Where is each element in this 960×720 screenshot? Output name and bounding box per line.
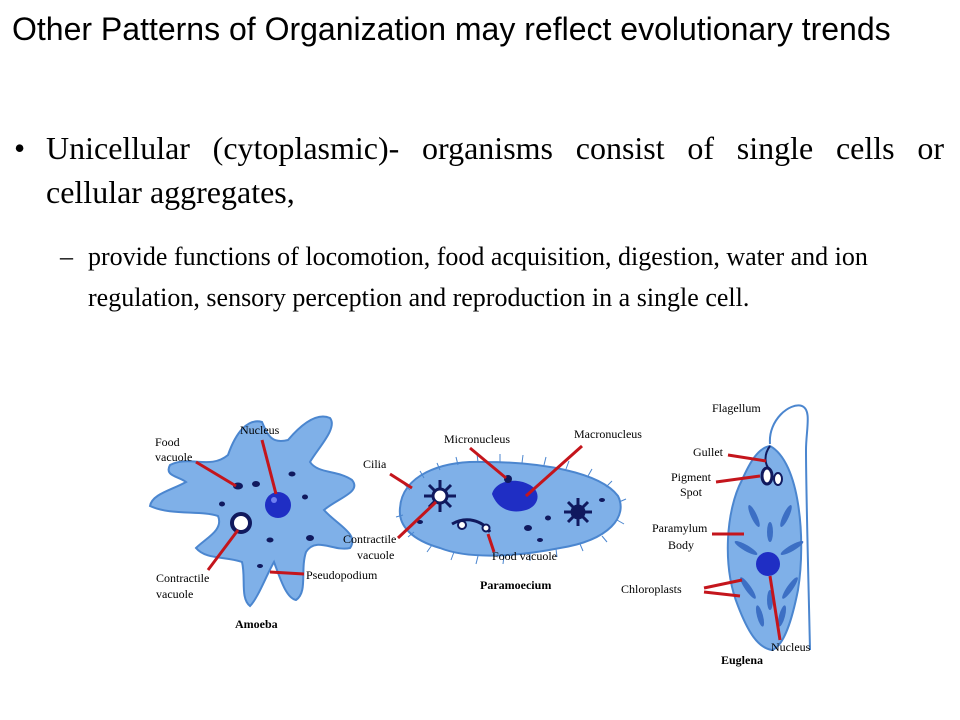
amoeba-food-vacuole-label-line1: Food [155, 435, 180, 449]
amoeba-contractile-label-line1: Contractile [156, 571, 209, 585]
euglena-nucleus [756, 552, 780, 576]
euglena-paramylum-label-line1: Paramylum [652, 521, 708, 535]
paramecium-food-vacuole-label: Food vacuole [492, 549, 557, 563]
amoeba-food-vacuole-pointer [195, 460, 237, 488]
euglena-pigment-label-line2: Spot [680, 485, 703, 499]
amoeba-pseudopodium-label: Pseudopodium [306, 568, 378, 582]
sub-bullet-text: provide functions of locomotion, food ac… [88, 242, 868, 312]
euglena-chloroplasts-label: Chloroplasts [621, 582, 682, 596]
slide-title: Other Patterns of Organization may refle… [12, 11, 891, 47]
amoeba-nucleus [265, 492, 291, 518]
amoeba-name-label: Amoeba [235, 617, 278, 631]
paramecium-micronucleus-label: Micronucleus [444, 432, 510, 446]
sub-bullet-marker: – [60, 242, 73, 271]
paramecium-macronucleus-label: Macronucleus [574, 427, 642, 441]
sub-bullet-point: – provide functions of locomotion, food … [60, 236, 910, 318]
paramecium-food-vacuole-pointer [486, 533, 496, 553]
euglena-body [726, 444, 803, 652]
amoeba-food-vacuole-label-line2: vacuole [155, 450, 192, 464]
paramecium-name-label: Paramoecium [480, 578, 551, 592]
paramecium-contractile-vacuole-front [424, 480, 456, 512]
amoeba-pseudopodium-pointer [269, 570, 305, 576]
paramecium-illustration [395, 453, 627, 565]
euglena-pigment-label-line1: Pigment [671, 470, 712, 484]
euglena-pigment-spot [760, 466, 774, 486]
paramecium-cilia-pointer [389, 472, 413, 490]
paramecium-cilia-label: Cilia [363, 457, 387, 471]
euglena-nucleus-pointer [768, 575, 782, 641]
amoeba-contractile-label-line2: vacuole [156, 587, 193, 601]
euglena-paramylum-label-line2: Body [668, 538, 694, 552]
paramecium-contractile-label-line1: Contractile [343, 532, 396, 546]
bullet-marker: • [14, 130, 26, 166]
paramecium-macronucleus [492, 480, 538, 512]
euglena-illustration [726, 404, 811, 652]
euglena-flagellum-label: Flagellum [712, 401, 761, 415]
euglena-chloroplasts-pointer [703, 578, 743, 590]
euglena-pigment-pointer [715, 474, 761, 484]
euglena-flagellum [768, 404, 811, 651]
amoeba-contractile-vacuole [230, 512, 252, 534]
amoeba-nucleus-label: Nucleus [240, 423, 280, 437]
amoeba-nucleus-pointer [260, 439, 278, 495]
paramecium-macronucleus-pointer [525, 444, 583, 498]
euglena-name-label: Euglena [721, 653, 763, 667]
euglena-nucleus-label: Nucleus [771, 640, 811, 654]
euglena-gullet-label: Gullet [693, 445, 724, 459]
euglena-gullet-pointer [727, 453, 767, 463]
paramecium-contractile-label-line2: vacuole [357, 548, 394, 562]
bullet-point: • Unicellular (cytoplasmic)- organisms c… [14, 126, 944, 214]
bullet-text: Unicellular (cytoplasmic)- organisms con… [46, 130, 944, 210]
paramecium-contractile-vacuole-rear [564, 498, 592, 526]
amoeba-contractile-pointer [206, 529, 240, 571]
paramecium-micronucleus-pointer [469, 446, 507, 480]
paramecium-contractile-pointer [396, 500, 438, 540]
